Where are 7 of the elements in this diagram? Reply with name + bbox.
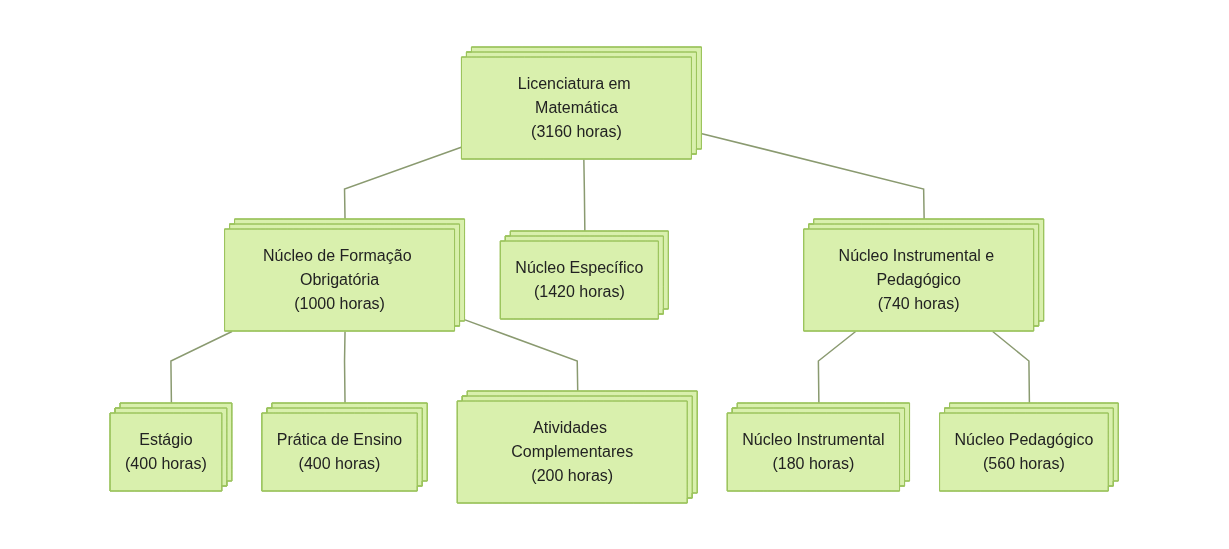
- connector: [583, 158, 586, 232]
- connector: [701, 132, 926, 220]
- connector: [344, 330, 347, 404]
- connector: [170, 330, 234, 404]
- connector: [992, 330, 1031, 404]
- connector: [817, 330, 857, 404]
- connector: [464, 318, 579, 392]
